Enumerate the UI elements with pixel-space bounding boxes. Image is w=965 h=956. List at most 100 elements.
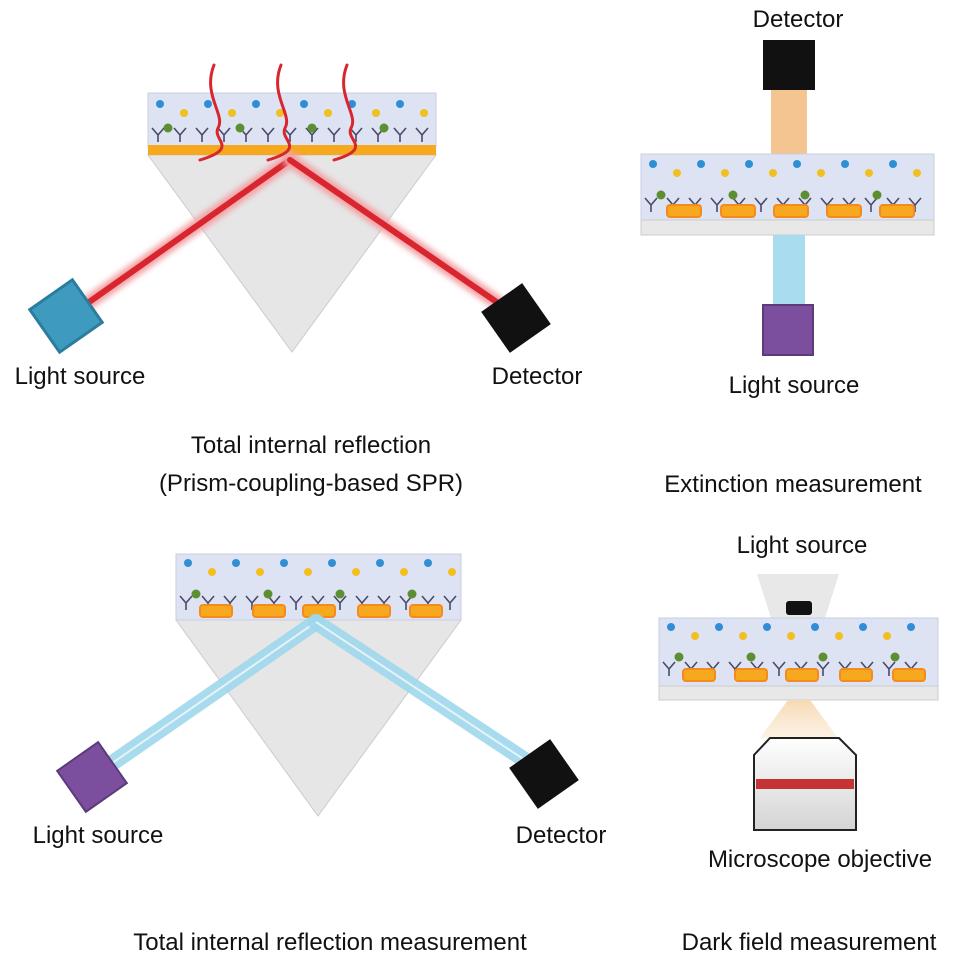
gold-nanoparticles [682,668,926,682]
light-source-block [786,601,812,615]
analyte-particle [180,109,188,117]
analyte-particle [865,169,873,177]
panel-prism-spr: Light source Detector Total internal ref… [15,63,583,497]
receptor-antibody [151,127,165,142]
light-source-label: Light source [33,822,164,849]
analyte-particle [769,169,777,177]
bound-analyte [890,652,900,662]
light-source-box [55,740,129,814]
reflected-beam-core [315,621,544,773]
analyte-particle [859,623,867,631]
analyte-particle [156,100,164,108]
bound-analyte [800,190,810,200]
bound-analyte [191,589,201,599]
analyte-particle [667,623,675,631]
panel-caption: Extinction measurement [664,471,922,498]
analyte-particle [328,559,336,567]
light-source-box [27,277,105,355]
bound-analyte [335,589,345,599]
analyte-particle [697,160,705,168]
reflected-beam [287,157,517,317]
bound-analyte [263,589,273,599]
panel-dark-field: Light source Microscope objective Dark f… [658,532,939,956]
bound-analyte [674,652,684,662]
receptor-antibody [816,661,830,676]
analyte-particle [745,160,753,168]
panel-caption: Total internal reflection measurement [133,929,527,956]
detector-label: Detector [516,822,607,849]
receptor-antibody [261,127,275,142]
bound-analyte [235,123,245,133]
analyte-particle [424,559,432,567]
receptor-antibody [173,127,187,142]
gold-nanorod [734,668,768,682]
bound-analyte [307,123,317,133]
analyte-particle [763,623,771,631]
analyte-particle [208,568,216,576]
receptor-antibody [179,595,193,610]
analyte-particle [276,109,284,117]
analyte-particle [184,559,192,567]
gold-nanorod [199,604,233,618]
bound-analyte [818,652,828,662]
analyte-particle [300,100,308,108]
gold-nanorod [892,668,926,682]
receptor-antibody [710,197,724,212]
panel-caption: Dark field measurement [682,929,937,956]
receptor-antibody [882,661,896,676]
detector-box [481,283,551,353]
analyte-particle [396,100,404,108]
analyte-particle [400,568,408,576]
analyte-particle [691,632,699,640]
gold-nanorod [357,604,391,618]
panel-caption-line1: Total internal reflection [191,432,431,459]
analyte-particle [811,623,819,631]
analyte-particle [280,559,288,567]
prism [147,154,437,353]
bound-analyte [728,190,738,200]
analyte-particle [372,109,380,117]
detector-box [763,40,815,90]
analyte-particle [204,100,212,108]
receptor-antibody [289,595,303,610]
gold-nanorod [682,668,716,682]
panel-caption-line2: (Prism-coupling-based SPR) [159,470,463,497]
gold-nanorod [785,668,819,682]
light-source-label: Light source [15,363,146,390]
analyte-particle [448,568,456,576]
receptor-antibody [305,127,319,142]
gold-nanorod [720,204,756,218]
analyte-particle [715,623,723,631]
light-source-box [762,304,814,356]
gold-nanorod [252,604,286,618]
analyte-particle [376,559,384,567]
analyte-particle [420,109,428,117]
receptor-antibody [443,595,457,610]
receptor-antibody [772,661,786,676]
bound-analyte [379,123,389,133]
analyte-particle [883,632,891,640]
evanescent-waves [198,63,358,162]
analyte-particle [228,109,236,117]
light-source-label: Light source [737,532,868,559]
analyte-particle [649,160,657,168]
analyte-particles [156,100,428,133]
analyte-particle [352,568,360,576]
bound-analyte [163,123,173,133]
detector-label: Detector [492,363,583,390]
analyte-particle [817,169,825,177]
light-source-label: Light source [729,372,860,399]
panel-extinction: Detector Light source Extinction measure… [640,6,935,498]
detector-box [509,739,579,809]
analyte-particle [889,160,897,168]
scattered-light-cone [760,700,838,738]
panel-tir-measurement: Light source Detector Total internal ref… [33,553,607,956]
analyte-particles [667,623,915,662]
receptor-antibody [644,197,658,212]
analyte-particle [793,160,801,168]
analyte-particle [673,169,681,177]
analyte-particle [913,169,921,177]
bound-analyte [872,190,882,200]
analyte-particle [739,632,747,640]
analyte-particle [907,623,915,631]
